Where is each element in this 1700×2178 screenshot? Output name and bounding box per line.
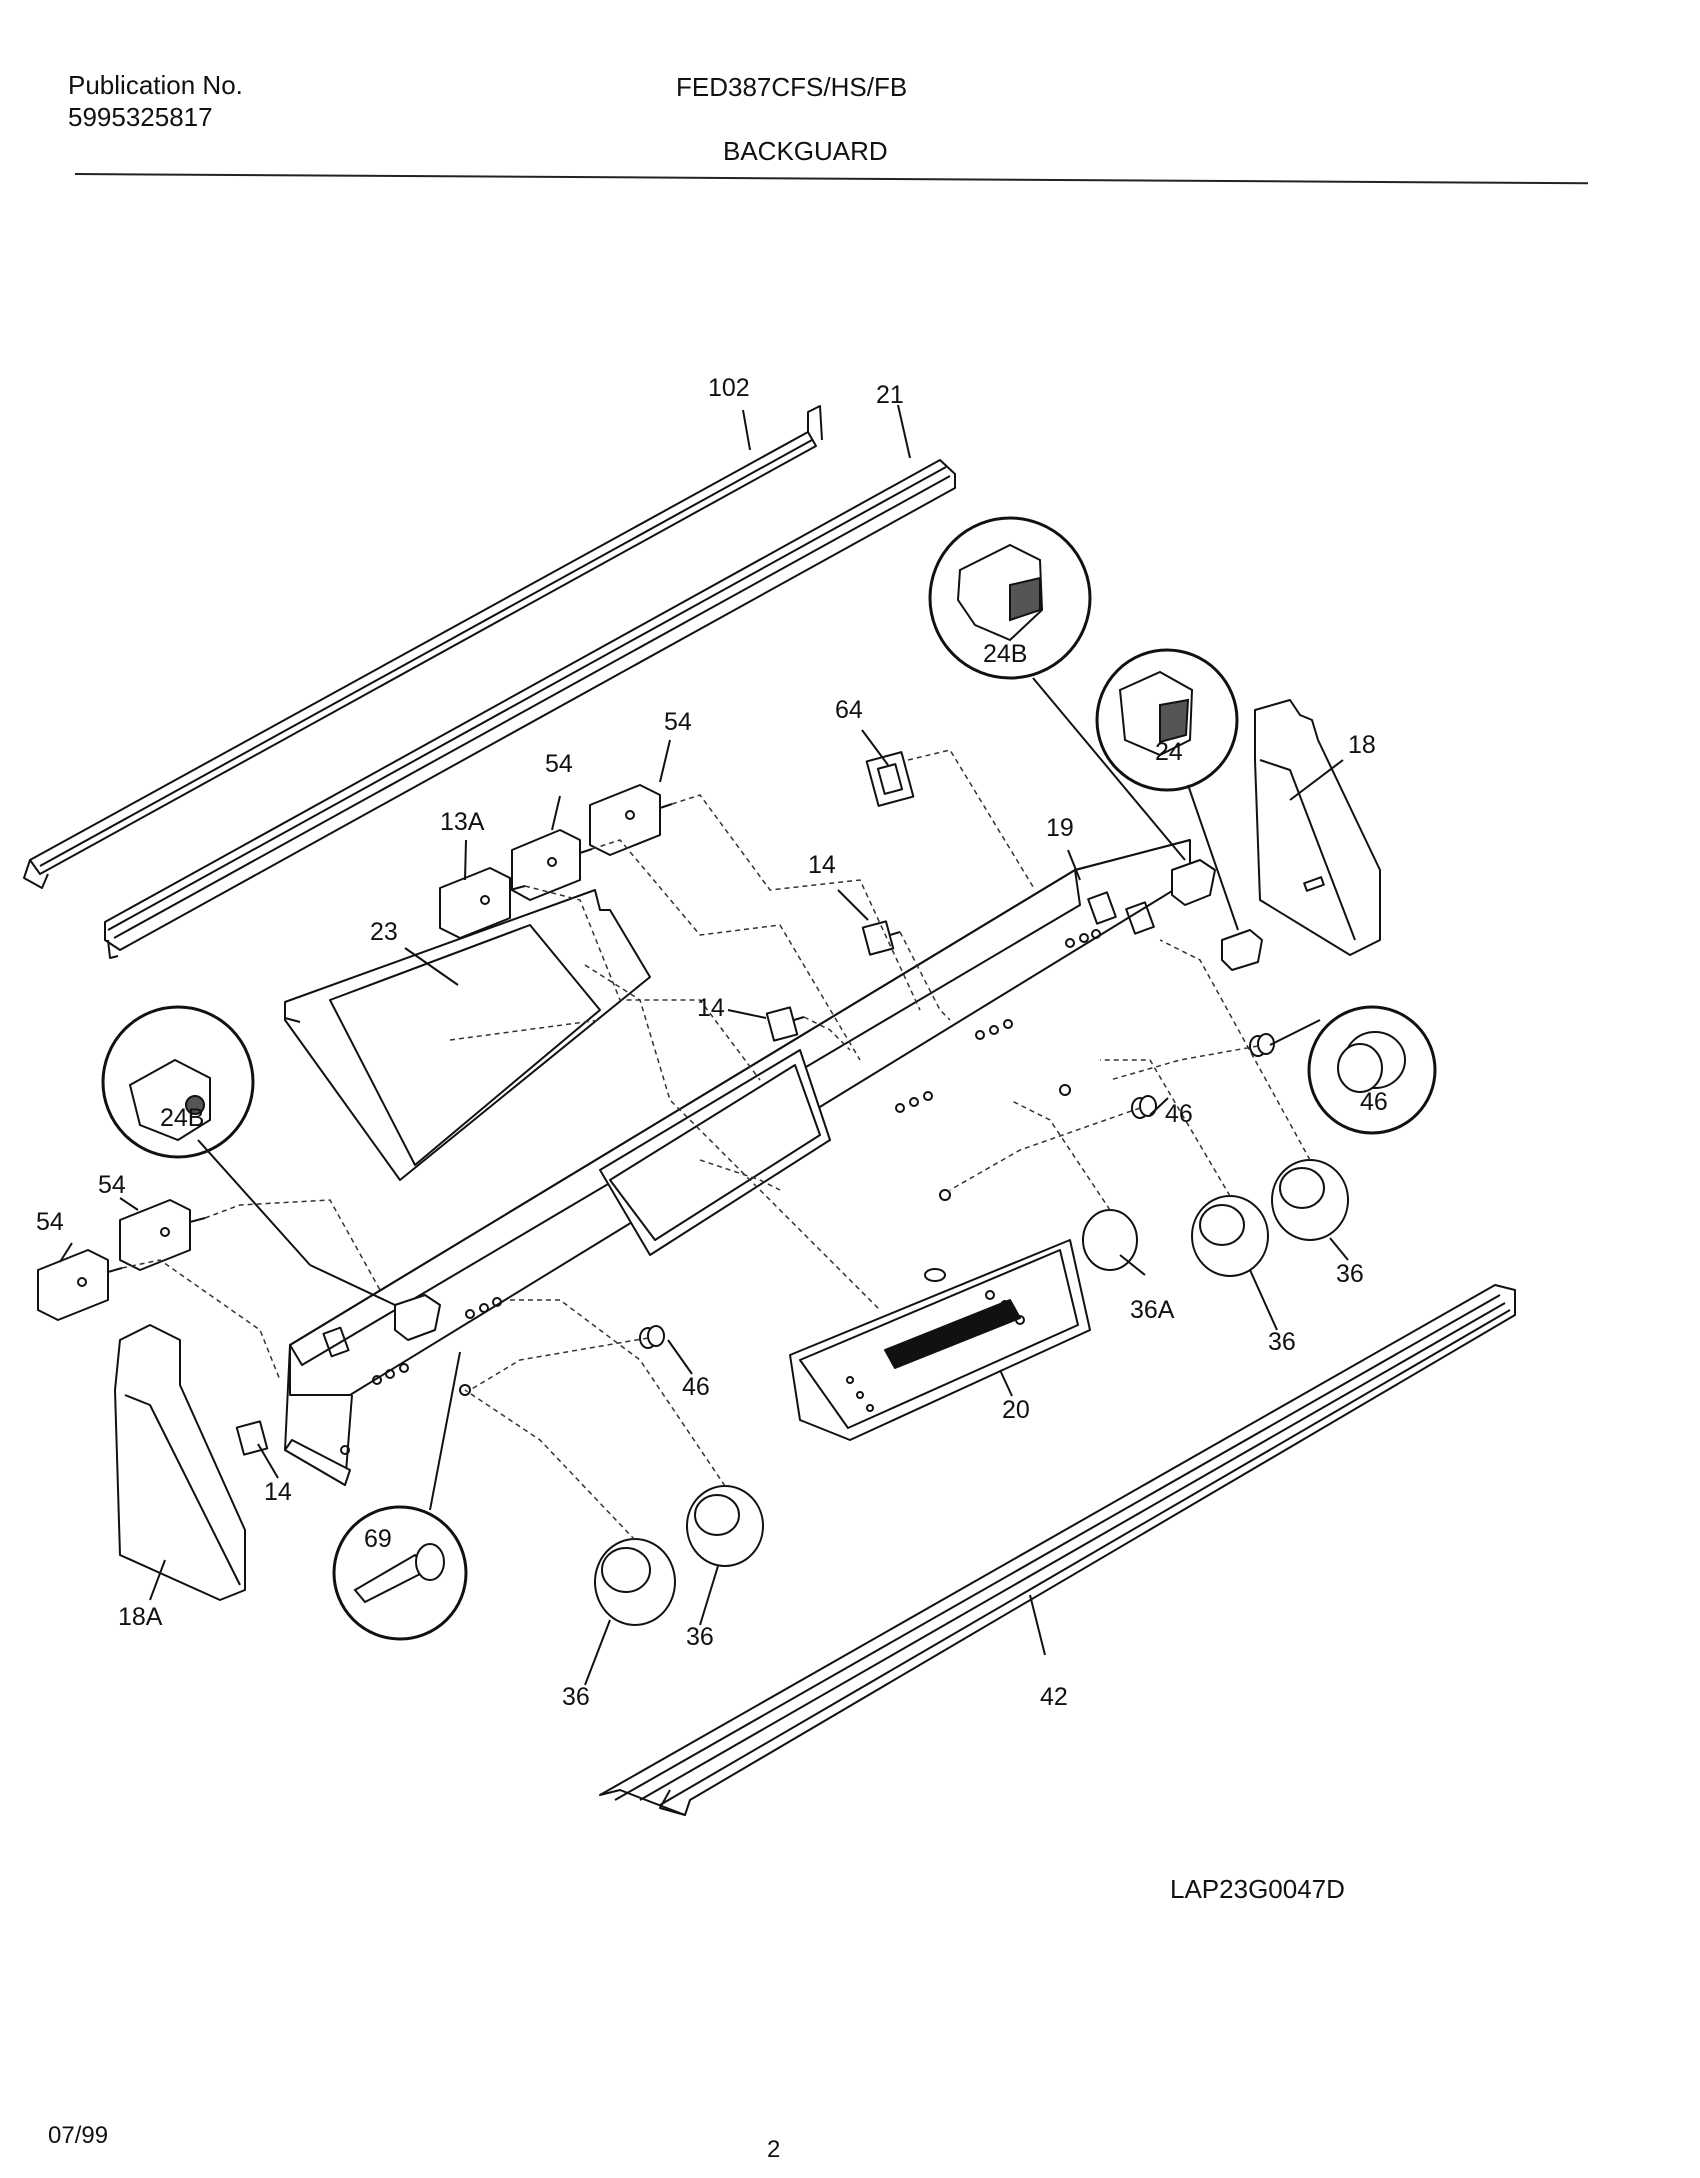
label-69: 69	[364, 1525, 392, 1553]
publication-label: Publication No.	[68, 70, 243, 100]
revision-date: 07/99	[48, 2122, 109, 2149]
knob-36-b	[1271, 1159, 1349, 1241]
panel-holes	[340, 929, 1101, 1455]
switch-24-installed	[1221, 929, 1263, 971]
label-36-a: 36	[1268, 1328, 1296, 1356]
label-46-circle: 46	[1360, 1088, 1388, 1116]
label-36-b: 36	[1336, 1260, 1364, 1288]
clip-46-b	[639, 1325, 665, 1349]
channel-strip-21	[104, 459, 956, 959]
knob-36-d	[686, 1485, 764, 1567]
socket-14-b	[765, 1006, 805, 1042]
label-19: 19	[1046, 814, 1074, 842]
label-24B-left: 24B	[160, 1104, 204, 1132]
section-title: BACKGUARD	[723, 136, 888, 166]
label-14-c: 14	[264, 1478, 292, 1506]
label-64: 64	[835, 696, 863, 724]
label-18A: 18A	[118, 1603, 163, 1631]
label-24B-top: 24B	[983, 640, 1027, 668]
switch-13A	[439, 867, 526, 939]
label-54-a: 54	[664, 708, 692, 736]
switch-24B-installed	[1171, 859, 1216, 906]
label-42: 42	[1040, 1683, 1068, 1711]
socket-14-c	[235, 1420, 269, 1456]
bracket-23	[284, 889, 651, 1181]
label-36-c: 36	[562, 1683, 590, 1711]
label-20: 20	[1002, 1396, 1030, 1424]
clip-46-a	[1131, 1095, 1157, 1119]
label-102: 102	[708, 374, 750, 402]
switch-54-c	[119, 1199, 206, 1271]
publication-number: 5995325817	[68, 102, 213, 132]
trim-strip-102	[23, 405, 823, 889]
drawing-code: LAP23G0047D	[1170, 1874, 1345, 1904]
end-cap-18	[1254, 699, 1381, 956]
label-21: 21	[876, 381, 904, 409]
trim-42	[599, 1284, 1516, 1816]
label-24-top: 24	[1155, 738, 1183, 766]
label-13A: 13A	[440, 808, 485, 836]
end-cap-18A	[114, 1324, 246, 1601]
label-54-c: 54	[98, 1171, 126, 1199]
label-54-d: 54	[36, 1208, 64, 1236]
switch-54-d	[37, 1249, 123, 1321]
switch-24B-left-installed	[394, 1294, 441, 1341]
socket-14-a	[861, 920, 901, 956]
label-46-b: 46	[682, 1373, 710, 1401]
control-board-20	[789, 1239, 1091, 1441]
relay-64	[865, 751, 915, 807]
knob-36-c	[594, 1538, 676, 1626]
label-14-a: 14	[808, 851, 836, 879]
switch-54-b	[511, 829, 593, 901]
model-number: FED387CFS/HS/FB	[676, 72, 908, 102]
label-36-d: 36	[686, 1623, 714, 1651]
label-18: 18	[1348, 731, 1376, 759]
label-54-b: 54	[545, 750, 573, 778]
page-number: 2	[767, 2136, 781, 2163]
label-36A: 36A	[1130, 1296, 1175, 1324]
label-46-a: 46	[1165, 1100, 1193, 1128]
label-14-b: 14	[697, 994, 725, 1022]
switch-54-a	[589, 784, 673, 856]
label-23: 23	[370, 918, 398, 946]
knob-36-a	[1191, 1195, 1269, 1277]
